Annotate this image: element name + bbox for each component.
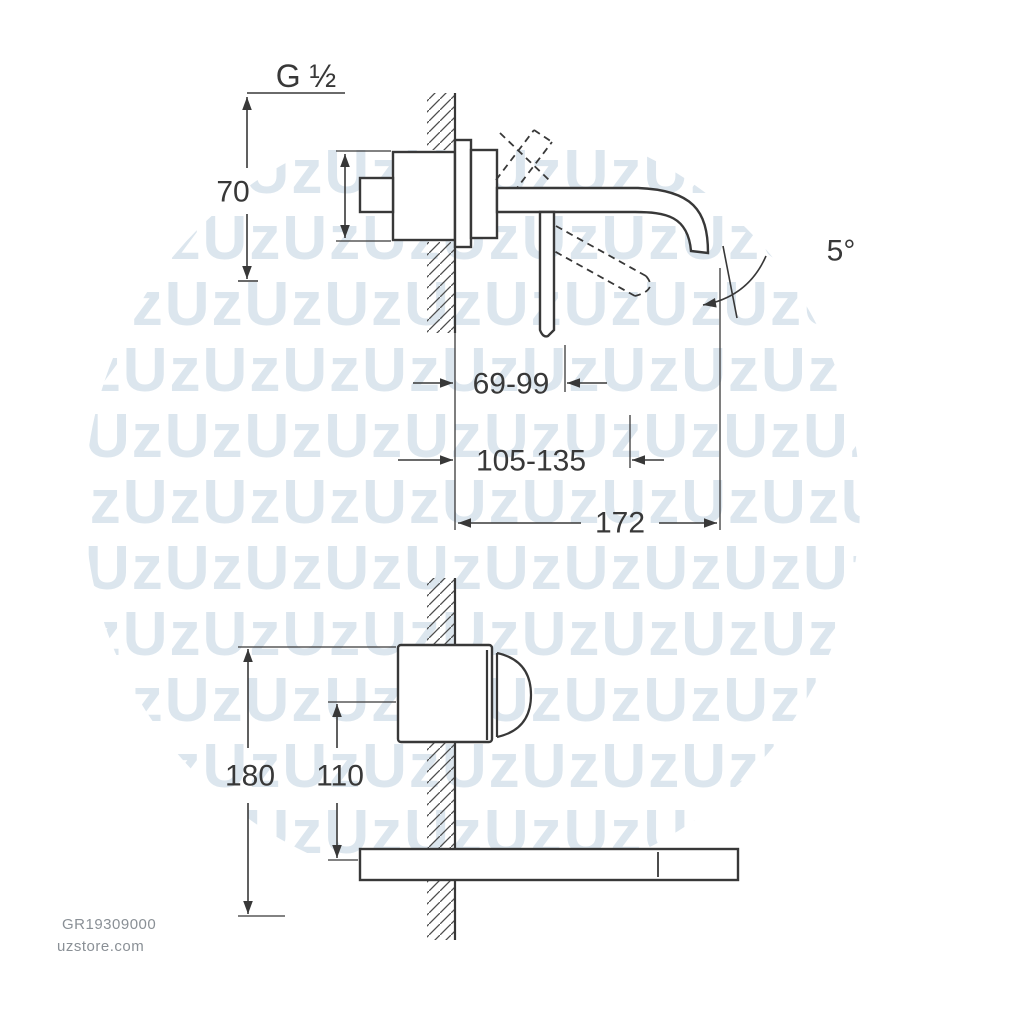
dim-70-label: 70 [216, 176, 249, 209]
dim-thread-label: G ½ [276, 58, 336, 94]
side-view [238, 92, 767, 530]
dim-105-135-label: 105-135 [476, 445, 586, 478]
dim-angle-lines [702, 245, 767, 319]
wall-hatch-top [427, 93, 455, 150]
dimension-labels: G ½ 70 5° 69-99 105-135 172 180 110 [216, 58, 855, 793]
spout-front [358, 847, 740, 882]
product-code: GR19309000 [62, 916, 157, 933]
dim-thread [238, 92, 345, 282]
front-view [238, 578, 740, 940]
dim-172-lines [454, 268, 721, 530]
dim-angle-label: 5° [827, 235, 856, 268]
wall-hatch-top [427, 242, 455, 333]
dim-180-label: 180 [225, 760, 275, 793]
dim-110-label: 110 [316, 760, 364, 793]
concealed-body [391, 150, 457, 242]
dim-70-lines [336, 150, 391, 242]
dim-180-lines [238, 646, 396, 917]
website-label: uzstore.com [57, 938, 145, 955]
handle-phantom-lines [495, 129, 651, 297]
dim-172-label: 172 [595, 507, 645, 540]
dim-105-135-lines [398, 415, 664, 468]
trim-plate-front [396, 643, 494, 744]
handle-front-knob [496, 651, 533, 739]
cartridge-housing [469, 148, 499, 240]
escutcheon-plate [453, 138, 473, 249]
wall-hatch-front [427, 578, 455, 940]
dim-69-99-label: 69-99 [473, 368, 550, 401]
dim-69-99-lines [413, 345, 607, 392]
lever-handle [538, 210, 556, 338]
supply-stub [358, 176, 395, 214]
spout-side [495, 186, 710, 255]
dim-110-lines [328, 701, 396, 861]
